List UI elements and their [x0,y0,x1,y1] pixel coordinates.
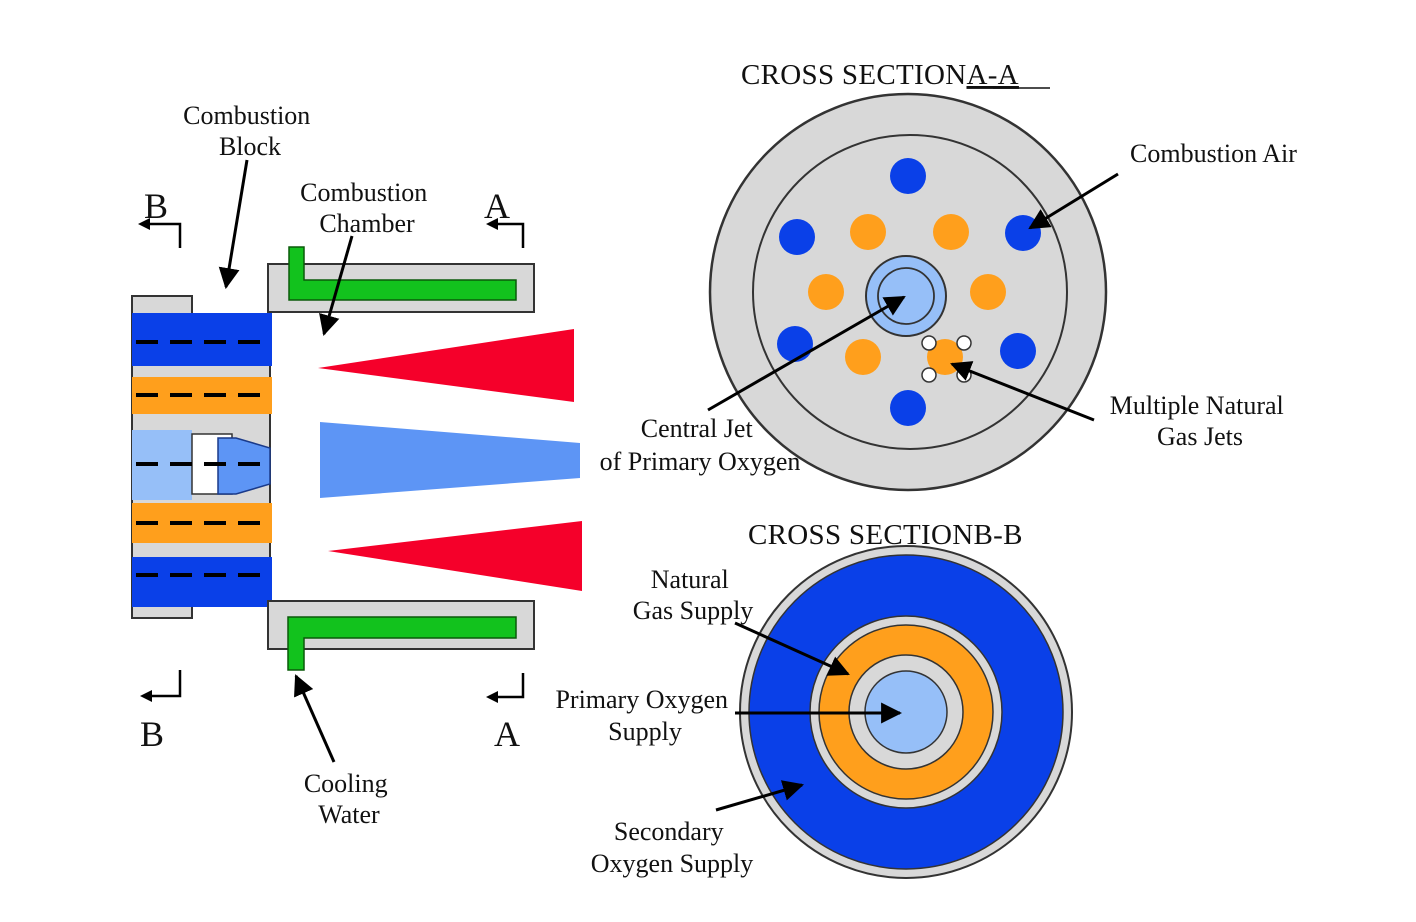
arrow-combustion-chamber [319,235,354,337]
cooling-channel-top [288,246,517,301]
flame-top [318,329,574,402]
arrow-natural-gas [734,621,850,676]
burner-side-view [131,218,582,703]
section-b-top-label: B [144,186,168,226]
section-a-top-label: A [484,186,510,226]
secondary-oxygen-supply-label: Secondary Oxygen Supply [591,817,754,878]
central-jet-label: Central Jet of Primary Oxygen [600,414,801,476]
section-marker-arrowheads [138,218,498,703]
arrow-combustion-block [218,159,249,290]
natural-gas-supply-label: Natural Gas Supply [633,565,754,625]
leader-arrows [218,159,1119,812]
cross-section-aa-title: CROSS SECTIONA-A [741,59,1019,91]
cooling-water-label: Cooling Water [304,769,394,829]
cooling-channel-bottom [287,616,517,671]
arrow-secondary-oxygen [715,780,805,812]
arrow-combustion-air [1028,172,1119,230]
air-channel-bottom [132,557,272,607]
combustion-air-label: Combustion Air [1130,139,1297,168]
flame-bottom [328,521,582,591]
arrow-cooling-water [294,674,336,763]
cross-section-bb [739,545,1073,879]
aa-central-jet-inner [877,267,935,325]
combustion-block-label: Combustion Block [183,101,317,161]
cross-section-aa [708,92,1108,492]
multiple-gas-jets-label: Multiple Natural Gas Jets [1110,391,1291,451]
section-a-bottom-label: A [494,714,520,754]
aa-gas-holes [808,214,1006,375]
combustion-chamber-label: Combustion Chamber [300,178,434,238]
primary-oxygen-jet [320,422,580,498]
section-markers [142,222,525,699]
arrow-gas-jets [950,361,1095,422]
channel-centerlines [136,340,272,577]
air-channel-top [132,313,272,366]
primary-oxygen-supply-label: Primary Oxygen Supply [555,685,734,746]
cross-section-bb-title: CROSS SECTIONB-B [748,519,1023,551]
arrow-central-jet [707,295,906,412]
section-b-bottom-label: B [140,714,164,754]
